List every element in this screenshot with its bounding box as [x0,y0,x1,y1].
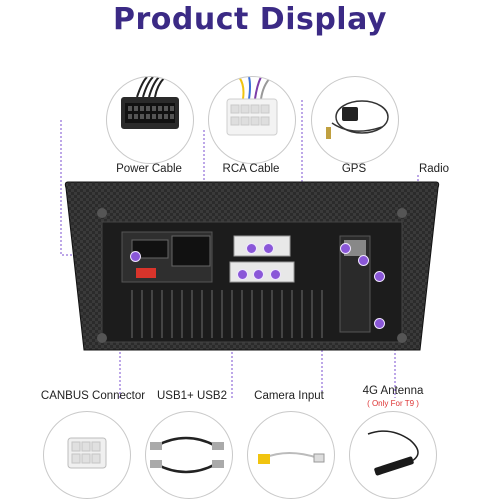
4g-antenna-circle [349,411,437,499]
power-port-marker [130,251,141,262]
radio-label: Radio [418,163,450,175]
usb-circle [145,411,233,499]
rca-port-marker [270,269,281,280]
radio-port-marker [358,255,369,266]
antenna-port-marker [374,318,385,329]
camera-input-label: Camera Input [254,390,324,402]
gps-circle [311,76,399,164]
4g-antenna-note: ( Only For T9 ) [367,399,419,408]
rca-port-marker [246,243,257,254]
usb-port-marker [237,269,248,280]
gps-label: GPS [341,163,367,175]
rca-port-marker [263,243,274,254]
camera-input-circle [247,411,335,499]
camera-input-cable-icon [258,452,325,464]
camera-port-marker [253,269,264,280]
gps-port-marker [340,243,351,254]
4g-antenna-icon [367,430,419,476]
canbus-label: CANBUS Connector [40,390,146,402]
rca-cable-circle [208,76,296,164]
power-cable-label: Power Cable [116,163,182,175]
usb-cables-icon [150,436,224,474]
canbus-connector-icon [67,437,107,469]
rca-cable-connector-icon [226,77,278,136]
power-cable-connector-icon [121,77,179,129]
gps-antenna-icon [326,100,389,139]
head-unit-illustration [64,181,440,351]
page-title: Product Display [113,2,387,37]
rca-cable-label: RCA Cable [222,163,280,175]
antenna-port-marker [374,271,385,282]
usb-label: USB1+ USB2 [157,390,227,402]
4g-antenna-label: 4G Antenna [362,385,424,397]
power-cable-circle [106,76,194,164]
head-unit-back-panel [62,180,442,352]
canbus-circle [43,411,131,499]
